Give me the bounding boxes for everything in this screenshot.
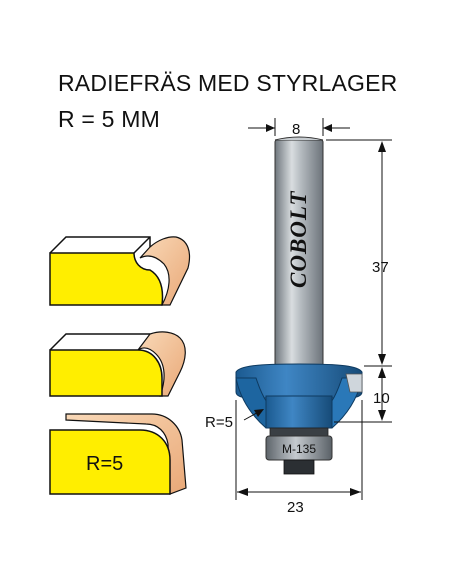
dim-shank-length: 37 <box>372 259 389 276</box>
profile-1-top-edge <box>49 236 151 254</box>
title-line-1: RADIEFRÄS MED STYRLAGER <box>58 70 398 96</box>
profile-3-workpiece <box>49 429 171 495</box>
profile-1 <box>49 236 191 306</box>
profile-3: R=5 <box>49 413 187 495</box>
profile-3-wood-back <box>65 413 187 495</box>
router-bit: COBOLT M-135 <box>235 136 363 475</box>
profile-1-wood-side <box>139 236 191 306</box>
brand-label: COBOLT <box>286 190 311 288</box>
model-label: M-135 <box>282 442 316 456</box>
bit-spacer <box>269 427 329 437</box>
dim-cut-height: 10 <box>373 390 390 407</box>
title-line-2: R = 5 MM <box>58 106 160 132</box>
profile-2 <box>49 331 186 397</box>
dim-radius: R=5 <box>205 414 233 431</box>
profile-3-radius-label: R=5 <box>86 453 123 475</box>
profile-2-wood-side <box>137 331 186 397</box>
dimension-lines <box>235 118 392 500</box>
profile-1-workpiece <box>49 252 164 306</box>
dim-shank-diameter: 8 <box>292 121 300 138</box>
bearing-screw <box>283 459 315 475</box>
profile-2-workpiece <box>49 349 163 397</box>
dim-cut-diameter: 23 <box>287 499 304 516</box>
profile-2-top-edge <box>49 333 150 351</box>
